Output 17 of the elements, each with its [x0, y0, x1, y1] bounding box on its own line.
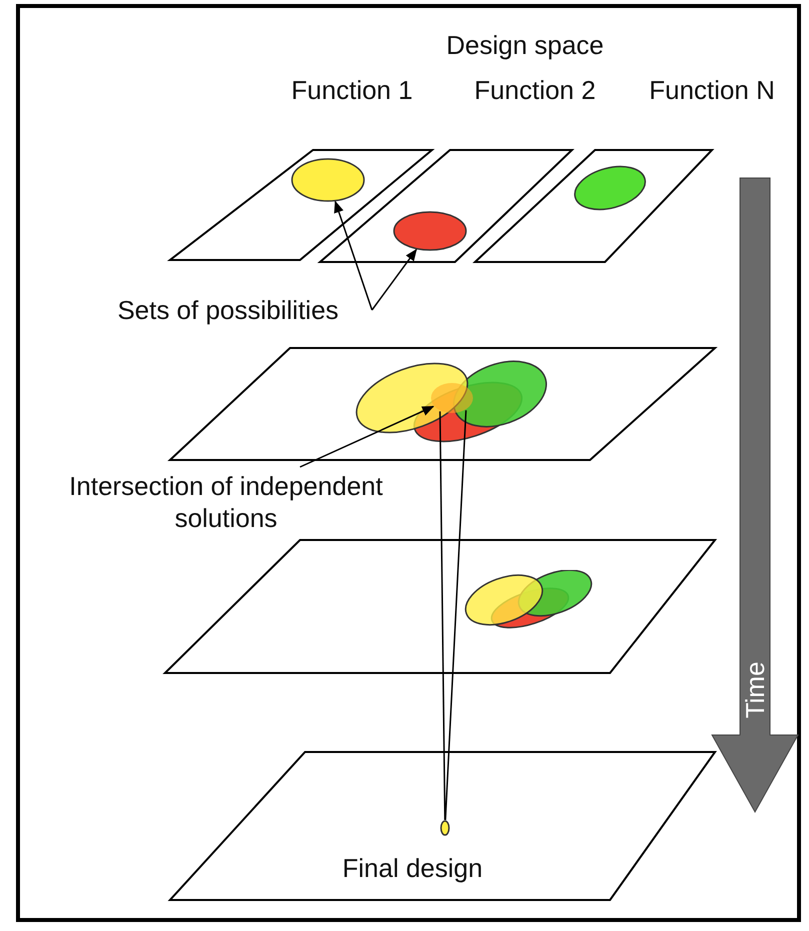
annotation-text: Intersection of independent solutions [36, 470, 416, 534]
plane-caption: Final design [341, 852, 484, 884]
arrow [300, 406, 434, 468]
annotation-text: Sets of possibilities [92, 294, 364, 326]
arrow [371, 248, 417, 310]
column-heading: Design space [446, 29, 604, 61]
connector-line [439, 411, 446, 820]
connector-line [444, 410, 467, 820]
arrow [334, 200, 373, 310]
column-heading: Function N [649, 74, 775, 106]
possibility-set [393, 211, 467, 251]
final-design-point [440, 820, 450, 836]
intersection-region [430, 382, 474, 414]
axis-label: Time [739, 662, 771, 718]
column-heading: Function 2 [474, 74, 596, 106]
possibility-set [291, 158, 365, 202]
column-heading: Function 1 [291, 74, 413, 106]
